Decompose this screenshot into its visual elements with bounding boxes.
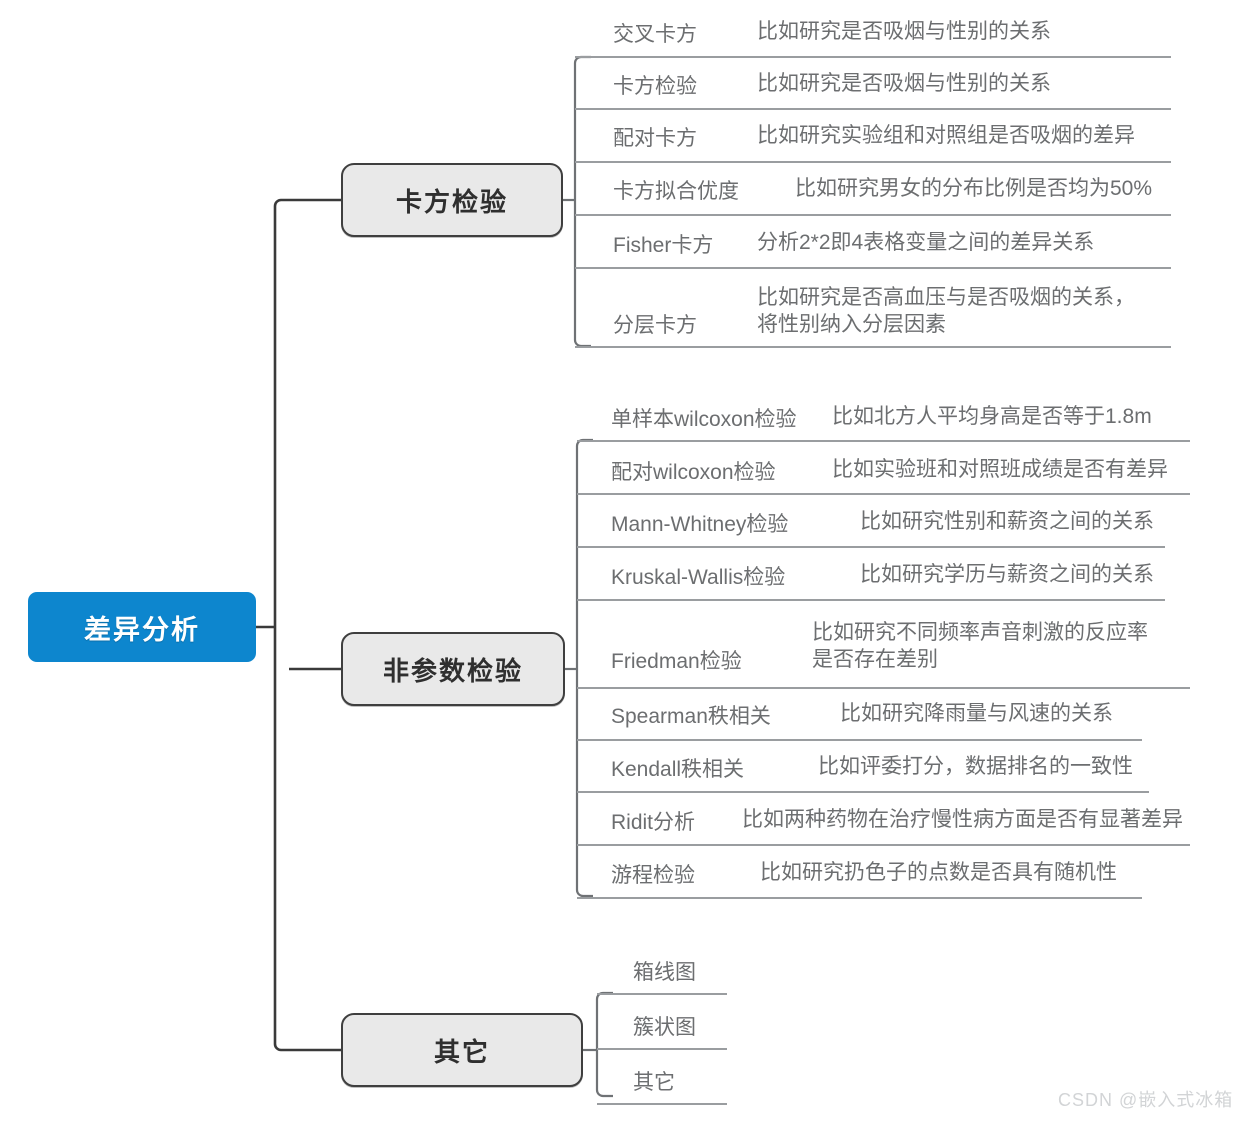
- leaf-rule: [577, 440, 1190, 442]
- leaf-rule: [575, 214, 1171, 216]
- leaf-desc: 比如研究性别和薪资之间的关系: [860, 510, 1154, 533]
- leaf-rule: [575, 161, 1171, 163]
- leaf-rule: [577, 897, 1142, 899]
- leaf-label[interactable]: Fisher卡方: [613, 234, 714, 257]
- wire-main-spine: [273, 198, 289, 1052]
- leaf-label[interactable]: Friedman检验: [611, 650, 742, 673]
- leaf-rule: [577, 599, 1165, 601]
- wire-leafspine-2: [575, 438, 593, 898]
- branch-node-other[interactable]: 其它: [341, 1013, 583, 1087]
- leaf-rule: [577, 687, 1190, 689]
- leaf-desc: 比如研究男女的分布比例是否均为50%: [795, 177, 1153, 200]
- leaf-rule: [575, 346, 1171, 348]
- leaf-desc: 比如研究学历与薪资之间的关系: [860, 563, 1154, 586]
- leaf-label[interactable]: Mann-Whitney检验: [611, 513, 789, 536]
- leaf-desc: 比如实验班和对照班成绩是否有差异: [832, 458, 1168, 481]
- branch-node-chi-square[interactable]: 卡方检验: [341, 163, 563, 237]
- branch-node-nonparametric[interactable]: 非参数检验: [341, 632, 565, 706]
- branch-node-label: 非参数检验: [382, 655, 523, 686]
- leaf-rule: [597, 993, 727, 995]
- wire-leafspine-1: [573, 55, 591, 348]
- leaf-desc: 比如研究不同频率声音刺激的反应率 是否存在差别: [812, 621, 1148, 672]
- branch-node-label: 卡方检验: [395, 186, 508, 217]
- leaf-rule: [575, 108, 1171, 110]
- leaf-label[interactable]: Kruskal-Wallis检验: [611, 566, 786, 589]
- watermark: CSDN @嵌入式冰箱: [1058, 1090, 1234, 1110]
- leaf-rule: [575, 267, 1171, 269]
- leaf-label[interactable]: 卡方拟合优度: [613, 180, 739, 203]
- leaf-desc: 比如研究实验组和对照组是否吸烟的差异: [757, 124, 1135, 147]
- leaf-label[interactable]: 其它: [633, 1071, 675, 1094]
- leaf-label[interactable]: 配对卡方: [613, 127, 697, 150]
- leaf-desc: 比如研究是否高血压与是否吸烟的关系， 将性别纳入分层因素: [757, 286, 1135, 337]
- leaf-rule: [575, 56, 1171, 58]
- root-node-label: 差异分析: [84, 614, 200, 645]
- leaf-label[interactable]: 卡方检验: [613, 75, 697, 98]
- leaf-rule: [597, 1048, 727, 1050]
- leaf-label[interactable]: 箱线图: [633, 961, 696, 984]
- leaf-label[interactable]: Kendall秩相关: [611, 758, 745, 781]
- leaf-label[interactable]: 配对wilcoxon检验: [611, 461, 776, 484]
- leaf-desc: 分析2*2即4表格变量之间的差异关系: [757, 231, 1095, 254]
- leaf-rule: [577, 844, 1190, 846]
- wire-leafspine-3: [595, 991, 613, 1098]
- leaf-rule: [577, 546, 1165, 548]
- leaf-desc: 比如研究是否吸烟与性别的关系: [757, 20, 1051, 43]
- leaf-desc: 比如研究是否吸烟与性别的关系: [757, 72, 1051, 95]
- leaf-desc: 比如研究降雨量与风速的关系: [840, 702, 1113, 725]
- branch-node-label: 其它: [433, 1036, 490, 1067]
- leaf-label[interactable]: 游程检验: [611, 864, 695, 887]
- leaf-rule: [577, 739, 1142, 741]
- leaf-rule: [577, 493, 1190, 495]
- leaf-desc: 比如两种药物在治疗慢性病方面是否有显著差异: [742, 808, 1183, 831]
- leaf-label[interactable]: Spearman秩相关: [611, 705, 771, 728]
- leaf-rule: [577, 791, 1149, 793]
- leaf-label[interactable]: 分层卡方: [613, 314, 697, 337]
- leaf-label[interactable]: 簇状图: [633, 1016, 696, 1039]
- leaf-label[interactable]: Ridit分析: [611, 811, 696, 834]
- leaf-label[interactable]: 交叉卡方: [613, 23, 697, 46]
- leaf-desc: 比如北方人平均身高是否等于1.8m: [832, 405, 1152, 428]
- leaf-label[interactable]: 单样本wilcoxon检验: [611, 408, 797, 431]
- root-node[interactable]: 差异分析: [28, 592, 256, 662]
- leaf-rule: [597, 1103, 727, 1105]
- leaf-desc: 比如研究扔色子的点数是否具有随机性: [760, 861, 1117, 884]
- leaf-desc: 比如评委打分，数据排名的一致性: [818, 755, 1133, 778]
